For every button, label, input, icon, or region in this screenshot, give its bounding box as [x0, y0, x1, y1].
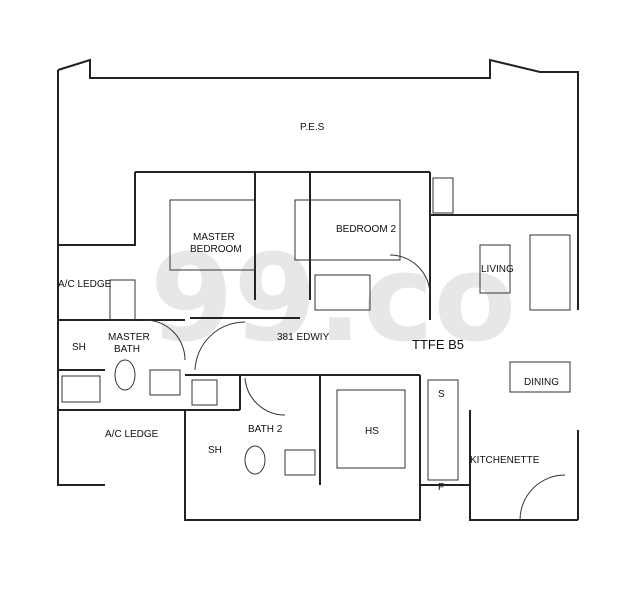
vent	[432, 177, 454, 214]
basin-bath2	[284, 449, 316, 476]
label-master-bath-2: BATH	[114, 344, 140, 355]
stairs-ledge	[109, 279, 136, 321]
label-living: LIVING	[481, 264, 514, 275]
label-pes: P.E.S	[300, 122, 325, 133]
label-ac-ledge-top: A/C LEDGE	[58, 279, 112, 290]
label-dining: DINING	[524, 377, 559, 388]
kitchen-counter	[427, 379, 459, 481]
label-master-bedroom-1: MASTER	[193, 232, 235, 243]
label-bedroom-2: BEDROOM 2	[336, 224, 396, 235]
label-ac-ledge-bottom: A/C LEDGE	[105, 429, 159, 440]
master-bed	[169, 199, 256, 271]
label-hs: HS	[365, 426, 379, 437]
doors	[144, 254, 566, 521]
dining-table	[509, 361, 571, 393]
shower-tray	[61, 375, 101, 403]
sofa	[529, 234, 571, 311]
living-table	[479, 244, 511, 294]
hs-shelf	[336, 389, 406, 469]
toilet-master	[114, 359, 136, 391]
bed-2	[294, 199, 401, 261]
toilet-bath2	[244, 445, 266, 475]
label-bath-2: BATH 2	[248, 424, 283, 435]
washer	[191, 379, 218, 406]
label-sh-bath2: SH	[208, 445, 222, 456]
label-master-bedroom-2: BEDROOM	[190, 244, 242, 255]
label-sh-master: SH	[72, 342, 86, 353]
basin-master	[149, 369, 181, 396]
label-unit-type: TTFE B5	[412, 337, 464, 352]
label-master-bath-1: MASTER	[108, 332, 150, 343]
label-mirrored-text: 381 EDWIY	[277, 332, 330, 343]
label-sink: S	[438, 389, 445, 400]
stairs-bedroom2	[314, 274, 371, 311]
label-fridge: F	[438, 482, 444, 493]
fixtures	[61, 177, 571, 481]
watermark: 99.co	[150, 230, 516, 369]
label-kitchenette: KITCHENETTE	[470, 455, 540, 466]
